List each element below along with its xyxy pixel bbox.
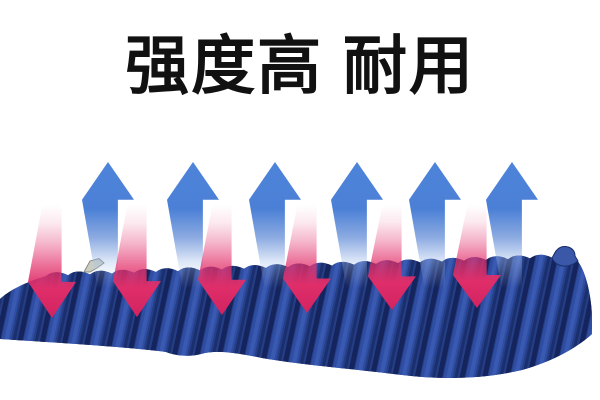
mattress-tag <box>83 257 105 273</box>
headline: 强度高 耐用 <box>125 30 475 102</box>
mattress-valve-flap <box>551 246 579 267</box>
